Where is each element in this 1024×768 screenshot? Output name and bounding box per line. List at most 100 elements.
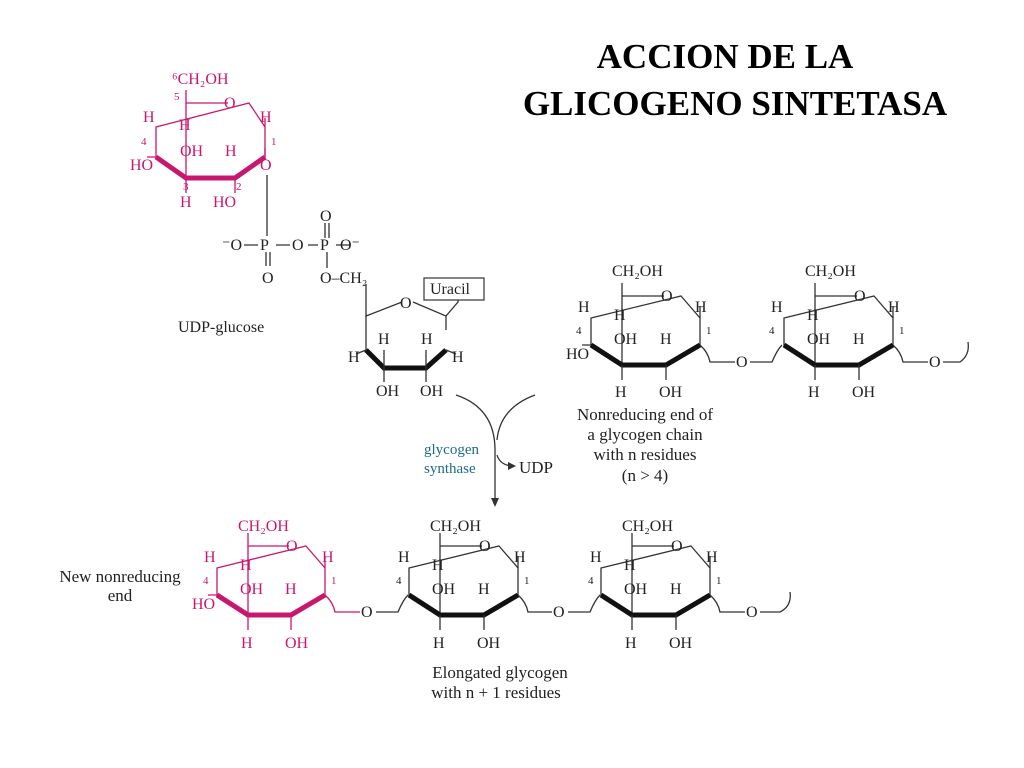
uracil-label: Uracil (430, 281, 471, 298)
udp-glucose-ring: ⁶CH₂OH 5 O H H H 4 1 OH H HO O 3 2 H HO (130, 71, 277, 211)
oh-label: OH (659, 384, 683, 401)
pyrophosphate-bridge: ⁻O P O P O⁻ O O O–CH₂ (222, 175, 367, 287)
oh-label: OH (624, 581, 648, 598)
h-label: H (322, 549, 334, 566)
h-label: H (260, 109, 272, 126)
h-label: H (771, 299, 783, 316)
h-label: H (421, 331, 433, 348)
page-title: ACCION DE LA GLICOGENO SINTETASA (523, 37, 948, 123)
ho-label: HO (130, 157, 153, 174)
h-label: H (452, 349, 464, 366)
phosphate-o-minus-right: O⁻ (340, 237, 360, 254)
h-label: H (378, 331, 390, 348)
udp-ribose-ring: Uracil O H H H H OH OH UDP-glucose (178, 277, 485, 400)
h-label: H (204, 549, 216, 566)
glycosidic-oxygen-label: O (736, 354, 748, 371)
chain-caption-line-4: (n > 4) (622, 466, 668, 485)
h-label: H (241, 635, 253, 652)
h-label: H (695, 299, 707, 316)
glycosidic-oxygen-label: O (553, 604, 565, 621)
phosphoryl-oxygen-top: O (320, 208, 332, 225)
h-label: H (706, 549, 718, 566)
elongated-glycogen-chain: CH₂OH O H H H 4 1 OH H HO H OH O CH₂OH O… (59, 518, 791, 702)
chain-caption-line-1: Nonreducing end of (577, 405, 713, 424)
c5-position-number: 5 (174, 91, 180, 103)
h-label: H (660, 331, 672, 348)
h-label: H (590, 549, 602, 566)
c1-position-number: 1 (706, 325, 712, 337)
enzyme-name-line-2: synthase (424, 461, 476, 477)
h-label: H (432, 557, 444, 574)
c4-position-number: 4 (576, 325, 582, 337)
chain-caption-line-2: a glycogen chain (587, 425, 703, 444)
c3-position-number: 3 (183, 181, 189, 193)
oh-label: OH (669, 635, 693, 652)
h-label: H (807, 307, 819, 324)
h-label: H (348, 349, 360, 366)
ch2oh-label: CH₂OH (612, 263, 663, 280)
h-label: H (614, 307, 626, 324)
udp-glucose-label: UDP-glucose (178, 319, 264, 336)
product-caption-line-1: Elongated glycogen (432, 663, 568, 682)
oh-label: OH (240, 581, 264, 598)
ring-oxygen-label: O (671, 538, 683, 555)
glycogen-chain-n: CH₂OH O H H H 4 1 OH H HO H OH O CH₂OH O… (566, 263, 969, 485)
ch2oh-label: CH₂OH (622, 518, 673, 535)
glycosidic-oxygen-label: O (260, 157, 272, 174)
c2-position-number: 2 (236, 181, 242, 193)
product-caption-line-2: with n + 1 residues (431, 683, 561, 702)
ring-oxygen-label: O (854, 288, 866, 305)
phosphate-o-minus-left: ⁻O (222, 237, 242, 254)
ring-oxygen-label: O (661, 288, 673, 305)
c1-position-number: 1 (331, 575, 337, 587)
c1-position-number: 1 (899, 325, 905, 337)
h-label: H (285, 581, 297, 598)
oh-label: OH (180, 143, 204, 160)
glycosidic-oxygen-label: O (746, 604, 758, 621)
c4-position-number: 4 (769, 325, 775, 337)
ring-oxygen-label: O (286, 538, 298, 555)
h-label: H (514, 549, 526, 566)
h-label: H (225, 143, 237, 160)
ring-oxygen-label: O (479, 538, 491, 555)
oh-label: OH (376, 383, 400, 400)
h-label: H (888, 299, 900, 316)
ch2oh-label: CH₂OH (430, 518, 481, 535)
h-label: H (625, 635, 637, 652)
uracil-box (423, 277, 485, 301)
chain-caption-line-3: with n residues (594, 445, 697, 464)
ho-label: HO (192, 596, 215, 613)
ch2oh-label: CH₂OH (805, 263, 856, 280)
h-label: H (578, 299, 590, 316)
h-label: H (240, 557, 252, 574)
phosphorus-1-label: P (260, 237, 269, 254)
ho-label: HO (566, 346, 589, 363)
h-label: H (615, 384, 627, 401)
h-label: H (143, 109, 155, 126)
h-label: H (398, 549, 410, 566)
title-line-2: GLICOGENO SINTETASA (523, 84, 948, 123)
h-label: H (670, 581, 682, 598)
h-label: H (808, 384, 820, 401)
enzyme-name-line-1: glycogen (424, 442, 479, 458)
h-label: H (179, 117, 191, 134)
h-label: H (478, 581, 490, 598)
oh-label: OH (807, 331, 831, 348)
oh-label: OH (420, 383, 444, 400)
c6-ch2oh-label: ⁶CH₂OH (172, 71, 229, 88)
oh-label: OH (477, 635, 501, 652)
oh-label: OH (285, 635, 309, 652)
h-label: H (624, 557, 636, 574)
c1-position-number: 1 (716, 575, 722, 587)
c1-position-number: 1 (524, 575, 530, 587)
c4-position-number: 4 (588, 575, 594, 587)
new-end-caption-line-1: New nonreducing (59, 567, 181, 586)
glycosidic-oxygen-label: O (929, 354, 941, 371)
udp-product-label: UDP (519, 458, 553, 477)
ch2oh-label: CH₂OH (238, 518, 289, 535)
c4-position-number: 4 (141, 136, 147, 148)
phosphoryl-oxygen-bottom: O (262, 270, 274, 287)
h-label: H (180, 194, 192, 211)
c4-position-number: 4 (203, 575, 209, 587)
